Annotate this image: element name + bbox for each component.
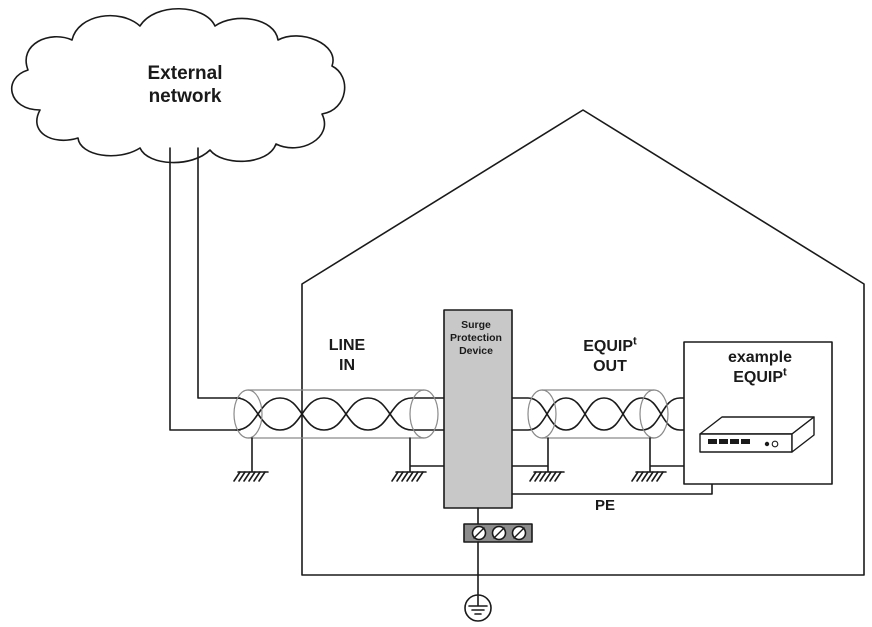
- external-network-label-line1: External: [147, 63, 223, 84]
- external-network-label: External network: [120, 62, 250, 108]
- terminal-block-icon: [463, 523, 533, 543]
- line-in-label-line2: IN: [339, 356, 355, 374]
- cloud-icon: [10, 8, 346, 164]
- equip-out-superscript: t: [633, 335, 637, 348]
- line-in-twisted-pair-cable-icon: [233, 389, 445, 439]
- line-in-label: LINE IN: [312, 336, 382, 375]
- spd-label-line2: Protection: [450, 332, 502, 345]
- equip-out-label-line1: EQUIPt: [560, 335, 660, 357]
- equip-out-label: EQUIPt OUT: [560, 335, 660, 376]
- example-equipment-superscript: t: [783, 366, 787, 379]
- example-equipment-label-line1: example: [727, 349, 793, 366]
- house-outline-icon: [301, 109, 865, 576]
- ground-hatch-icon: [631, 437, 685, 482]
- network-equipment-icon: [699, 416, 815, 453]
- example-equipment-main: EQUIP: [733, 368, 784, 386]
- equip-out-twisted-pair-cable-icon: [511, 389, 685, 439]
- example-equipment-label: example EQUIPt: [690, 348, 830, 387]
- surge-protection-device-label: Surge Protection Device: [440, 319, 512, 358]
- pe-conductor-wire: [511, 483, 713, 495]
- line-in-label-line1: LINE: [328, 337, 366, 354]
- ground-hatch-icon: [391, 437, 445, 482]
- equip-out-main: EQUIP: [583, 338, 634, 355]
- pe-label: PE: [594, 497, 615, 514]
- external-line-wires: [169, 147, 241, 431]
- spd-label-line3: Device: [459, 345, 493, 358]
- equip-out-label-line2: OUT: [593, 357, 627, 375]
- example-equipment-box: [683, 341, 833, 485]
- spd-label-line1: Surge: [461, 319, 491, 331]
- ground-hatch-icon: [511, 437, 565, 482]
- earth-ground-symbol-icon: [464, 594, 492, 622]
- ground-hatch-icon: [233, 437, 269, 482]
- surge-protection-device-box: [443, 309, 513, 509]
- example-equipment-label-line2: EQUIPt: [690, 366, 830, 388]
- external-network-label-line2: network: [148, 86, 222, 108]
